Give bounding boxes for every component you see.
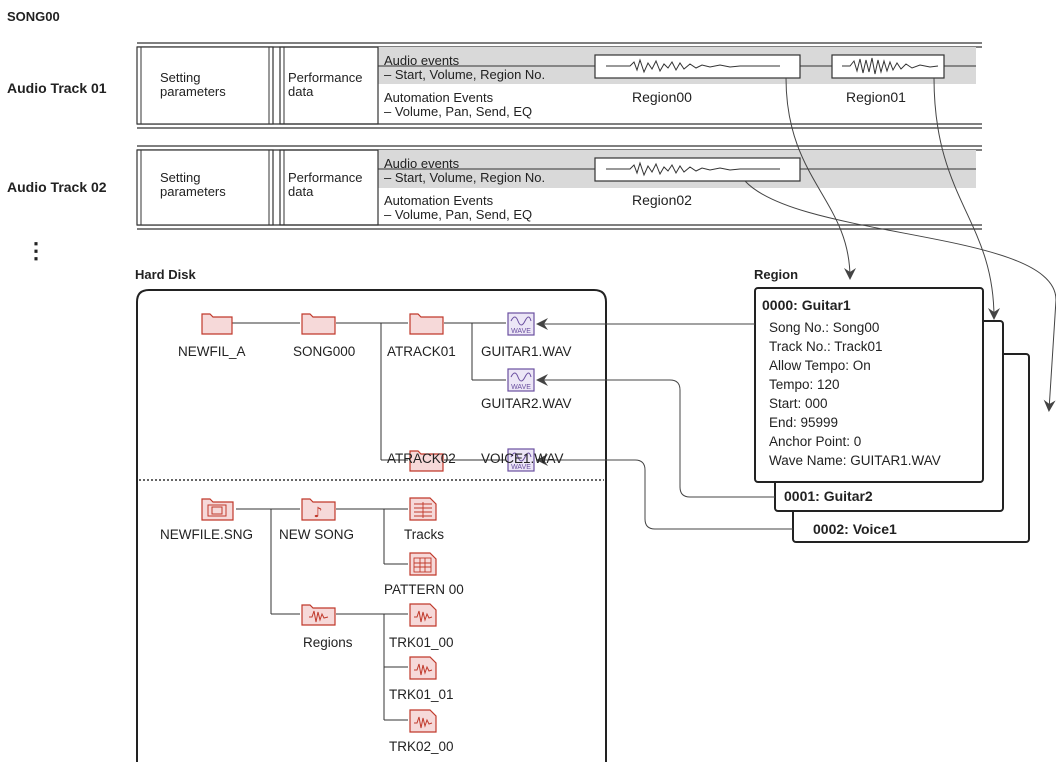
region-field: Song No.: Song00 (769, 320, 880, 335)
wave-file-icon: WAVE (507, 368, 535, 392)
hard-disk-frame (136, 289, 607, 762)
trk02-00-label: TRK02_00 (389, 739, 454, 754)
new-song-label: NEW SONG (279, 527, 355, 542)
track-02-name: Audio Track 02 (7, 179, 107, 195)
atrack02-label: ATRACK02 (387, 451, 456, 466)
bottom-tree-lines (236, 508, 408, 721)
folder-icon (409, 450, 444, 472)
region-card-guitar1-frame (754, 287, 984, 483)
region00-label: Region00 (632, 89, 692, 105)
song-folder-icon: ♪ (301, 498, 336, 521)
top-tree-lines (232, 322, 506, 461)
region-field: Tempo: 120 (769, 377, 840, 392)
tracks-file-icon (409, 497, 437, 521)
wave-badge: WAVE (511, 328, 531, 335)
trk01-01-label: TRK01_01 (389, 687, 454, 702)
region-field: End: 95999 (769, 415, 839, 430)
wave-badge: WAVE (511, 384, 531, 391)
guitar2-wav-label: GUITAR2.WAV (481, 396, 572, 411)
svg-text:♪: ♪ (314, 505, 323, 521)
region-card-guitar2-header: 0001: Guitar2 (784, 488, 873, 504)
region-link-arrows (744, 77, 1056, 412)
folder-icon (201, 313, 233, 335)
newfile-sng-label: NEWFILE.SNG (160, 527, 254, 542)
song-title: SONG00 (7, 9, 60, 24)
track-02-automation-events: Automation Events– Volume, Pan, Send, EQ (384, 193, 533, 222)
region-field: Wave Name: GUITAR1.WAV (769, 453, 941, 468)
pattern-file-icon (409, 552, 437, 576)
region-field: Start: 000 (769, 396, 828, 411)
region-field: Anchor Point: 0 (769, 434, 862, 449)
more-tracks-ellipsis: ⋮ (25, 238, 47, 263)
regions-folder-icon (301, 604, 336, 626)
wave-badge: WAVE (511, 464, 531, 471)
region-file-icon (409, 656, 437, 680)
track-02-audio-events: Audio events– Start, Volume, Region No. (384, 156, 546, 185)
region-field: Track No.: Track01 (769, 339, 883, 354)
track-02-frame (136, 145, 982, 230)
region01-block (831, 54, 945, 79)
pattern-label: PATTERN 00 (384, 582, 464, 597)
folder-icon (409, 313, 444, 335)
region-card-voice1-header: 0002: Voice1 (813, 521, 897, 537)
track-01-name: Audio Track 01 (7, 80, 107, 96)
regions-folder-label: Regions (303, 635, 353, 650)
track-01-audio-events: Audio events– Start, Volume, Region No. (384, 53, 546, 82)
region00-block (594, 54, 801, 79)
region02-label: Region02 (632, 192, 692, 208)
region-field: Allow Tempo: On (769, 358, 871, 373)
song-file-icon (201, 498, 234, 521)
region-panel-title: Region (754, 267, 799, 282)
region-card-guitar1-fields: Song No.: Song00 Track No.: Track01 Allo… (769, 318, 941, 470)
region02-block (594, 157, 801, 182)
track-01-automation-events: Automation Events– Volume, Pan, Send, EQ (384, 90, 533, 119)
wave-file-icon: WAVE (507, 312, 535, 336)
region-file-icon (409, 603, 437, 627)
hard-disk-title: Hard Disk (135, 267, 196, 282)
song000-label: SONG000 (293, 344, 356, 359)
folder-icon (301, 313, 336, 335)
voice1-wav-label: VOICE1.WAV (481, 451, 564, 466)
wave-link-arrows (536, 318, 793, 530)
trk01-00-label: TRK01_00 (389, 635, 454, 650)
atrack01-label: ATRACK01 (387, 344, 456, 359)
region-file-icon (409, 709, 437, 733)
region01-label: Region01 (846, 89, 906, 105)
tracks-label: Tracks (404, 527, 444, 542)
newfil-a-label: NEWFIL_A (178, 344, 246, 359)
guitar1-wav-label: GUITAR1.WAV (481, 344, 572, 359)
wave-file-icon: WAVE (507, 448, 535, 472)
region-card-guitar1-header: 0000: Guitar1 (762, 297, 851, 313)
